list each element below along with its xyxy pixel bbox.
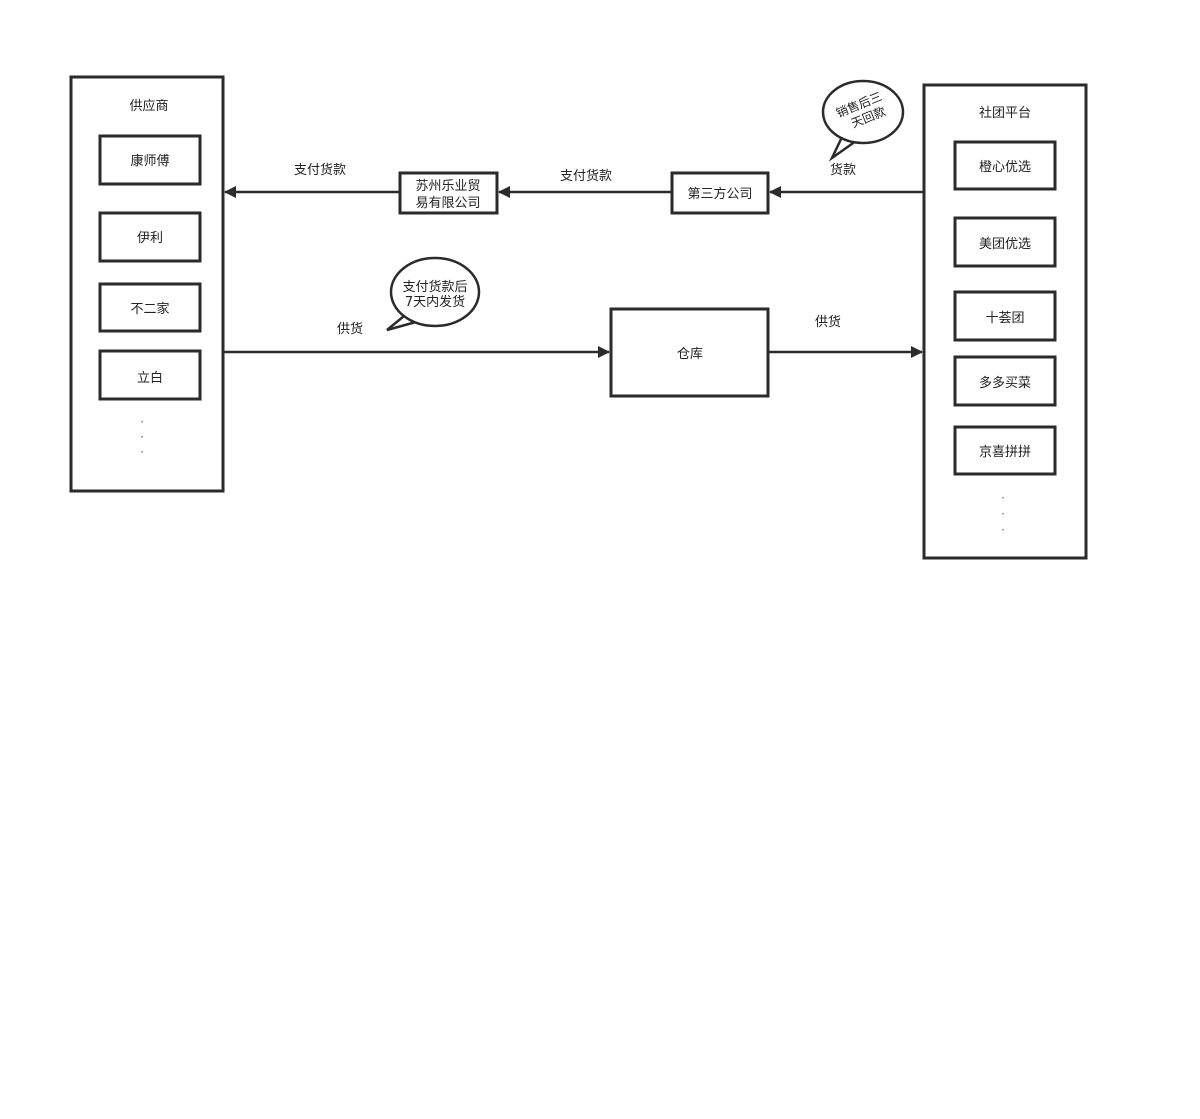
platform-item-box[interactable] [953, 290, 1057, 342]
ship-note-ellipse [389, 256, 481, 328]
platform-more-dot: · [1001, 523, 1005, 537]
platform-group[interactable]: 社团平台 橙心优选 美团优选 十荟团 多多买菜 京喜拼拼 · · · [922, 83, 1088, 560]
platform-title: 社团平台 [979, 105, 1031, 121]
platform-item-box[interactable] [953, 425, 1057, 476]
platform-item-label: 多多买菜 [979, 375, 1031, 391]
warehouse-box[interactable] [609, 307, 770, 398]
ship-note-line1: 支付货款后 [402, 279, 467, 295]
edge-label-pay-to-supplier: 支付货款 [294, 162, 346, 178]
supplier-item-box[interactable] [98, 282, 202, 333]
edge-label-payment: 货款 [830, 162, 856, 178]
third-party-box[interactable] [670, 171, 770, 215]
platform-item-label: 橙心优选 [979, 160, 1031, 175]
trade-company-label-line1: 苏州乐业贸 [415, 178, 480, 194]
supplier-title: 供应商 [129, 98, 168, 114]
edge-label-supply-right: 供货 [815, 314, 841, 330]
trade-company-box[interactable] [398, 171, 499, 215]
settle-note-ellipse [821, 79, 905, 145]
supplier-item-box[interactable] [98, 211, 202, 263]
platform-item-box[interactable] [953, 140, 1057, 191]
platform-more-dot: · [1001, 491, 1005, 505]
edge-label-pay-to-trade: 支付货款 [560, 168, 612, 184]
platform-item-label: 十荟团 [985, 311, 1024, 326]
platform-more-dot: · [1001, 507, 1005, 521]
supplier-item-box[interactable] [98, 349, 202, 401]
supplier-item-label: 伊利 [137, 231, 163, 246]
third-party-label: 第三方公司 [687, 186, 752, 202]
trade-company-node[interactable]: 苏州乐业贸 易有限公司 [398, 171, 499, 215]
platform-item-box[interactable] [953, 216, 1057, 268]
supplier-more-dot: · [140, 415, 144, 429]
ship-note-bubble: 支付货款后 7天内发货 [386, 256, 481, 332]
platform-item-label: 京喜拼拼 [979, 445, 1031, 460]
warehouse-node[interactable]: 仓库 [609, 307, 770, 398]
trade-company-label-line2: 易有限公司 [415, 196, 480, 211]
warehouse-label: 仓库 [677, 346, 703, 362]
edge-label-supply-left: 供货 [337, 321, 363, 337]
third-party-node[interactable]: 第三方公司 [670, 171, 770, 215]
settle-note-bubble: 销售后三 天回款 [821, 79, 905, 162]
supplier-more-dot: · [140, 430, 144, 444]
supplier-item-box[interactable] [98, 134, 202, 186]
platform-item-label: 美团优选 [979, 237, 1031, 252]
platform-item-box[interactable] [953, 355, 1057, 407]
supplier-item-label: 康师傅 [130, 153, 169, 169]
ship-note-line2: 7天内发货 [405, 294, 465, 310]
supplier-item-label: 立白 [137, 370, 163, 386]
supplier-group[interactable]: 供应商 康师傅 伊利 不二家 立白 · · · [69, 75, 225, 493]
supplier-item-label: 不二家 [130, 301, 169, 317]
supplier-more-dot: · [140, 445, 144, 459]
